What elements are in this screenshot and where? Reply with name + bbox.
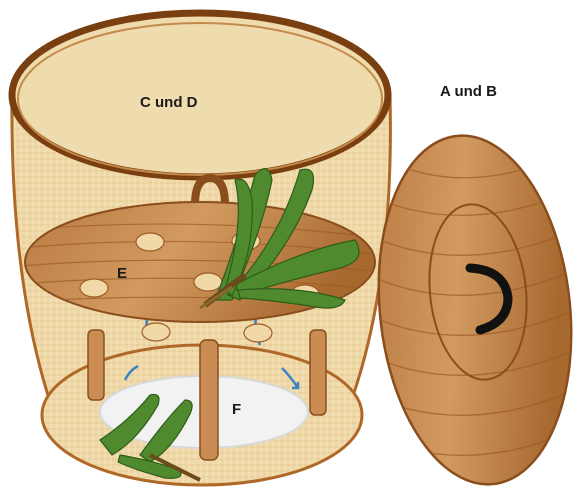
basket-lid	[362, 126, 584, 494]
label-tray: E	[117, 265, 127, 282]
label-container: C und D	[140, 94, 198, 111]
label-base: F	[232, 401, 241, 418]
label-lid: A und B	[440, 83, 497, 100]
